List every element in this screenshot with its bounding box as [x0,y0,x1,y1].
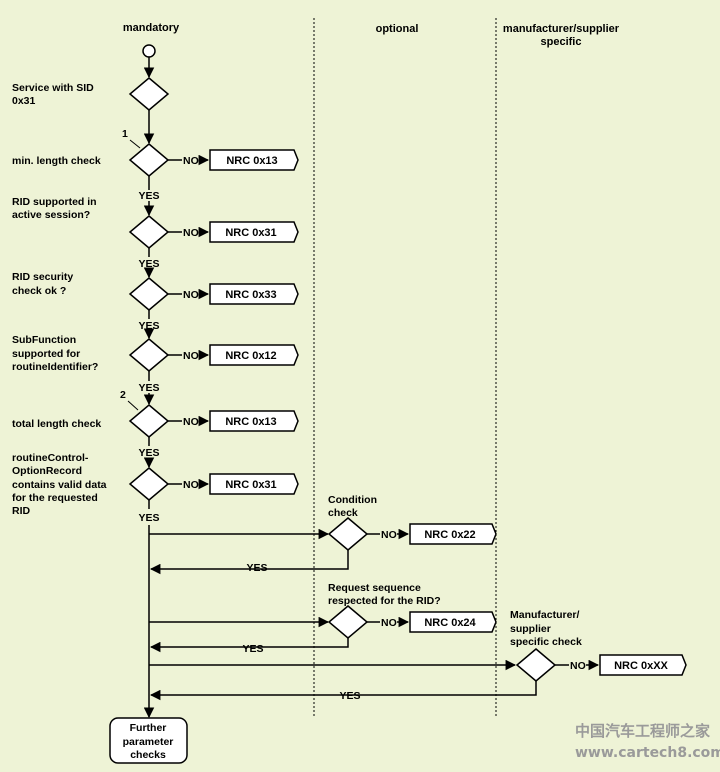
step-marker-2: 2 [120,389,126,401]
decision-diamond-condition [327,517,369,551]
nrc-label-total-length: NRC 0x13 [225,416,276,428]
nrc-box-sequence [409,611,497,633]
nrc-box-rid-supported [209,221,299,243]
nrc-box-min-length [209,149,299,171]
decision-diamond-manufacturer [515,648,557,682]
step-label-service-sid: Service with SID [12,82,94,94]
nrc-label-sequence: NRC 0x24 [424,617,476,629]
manufacturer-label-2: supplier [510,623,551,635]
yes-label: YES [138,320,159,332]
yes-label: YES [242,643,263,655]
nrc-label-rid-supported: NRC 0x31 [225,227,276,239]
nrc-label-manufacturer: NRC 0xXX [614,660,668,672]
decision-diamond-subfunction [128,338,170,372]
no-label: NO [183,155,199,167]
yes-label: YES [138,258,159,270]
watermark-url: www.cartech8.com [575,745,720,761]
optional-label-condition: Condition [328,494,377,506]
decision-diamond-rid-security [128,277,170,311]
yes-return-sequence [149,638,349,653]
no-label: NO [381,529,397,541]
step-label-rid-supported: RID supported in [12,196,97,208]
step-label-total-length: total length check [12,418,101,430]
nrc-box-manufacturer [599,654,687,676]
step-label-subfunction: SubFunction [12,334,76,346]
yes-return-manufacturer [149,681,537,701]
column-header-manufacturer-2: specific [541,36,582,48]
no-label: NO [183,289,199,301]
nrc-box-total-length [209,410,299,432]
nrc-label-condition: NRC 0x22 [424,529,475,541]
start-node [142,44,156,58]
step-marker-1: 1 [122,128,128,140]
step-label-rid-supported-2: active session? [12,209,90,221]
no-label: NO [570,660,586,672]
decision-diamond-min-length [128,143,170,177]
column-header-mandatory: mandatory [123,22,180,34]
optional-label-sequence-2: respected for the RID? [328,595,441,607]
watermark-chinese: 中国汽车工程师之家 [575,722,710,740]
nrc-label-min-length: NRC 0x13 [226,155,277,167]
step-label-option-record: routineControl- [12,452,89,464]
yes-label: YES [138,512,159,524]
decision-diamond-rid-supported [128,215,170,249]
decision-diamond-option-record [128,467,170,501]
further-checks-label: Further [130,722,167,734]
further-checks-label-2: parameter [123,736,174,748]
no-label: NO [183,416,199,428]
step-label-option-record-3: contains valid data [12,479,107,491]
no-label: NO [381,617,397,629]
step-label-rid-security-2: check ok ? [12,285,66,297]
step-label-subfunction-2: supported for [12,348,80,360]
further-checks-box [109,717,188,764]
marker-pointer [127,400,139,411]
marker-pointer [129,139,141,149]
yes-label: YES [138,190,159,202]
nrc-box-condition [409,523,497,545]
yes-label: YES [246,562,267,574]
step-label-min-length: min. length check [12,155,101,167]
no-label: NO [183,350,199,362]
decision-diamond-service-sid [128,77,170,111]
further-checks-label-3: checks [130,749,166,761]
no-label: NO [183,479,199,491]
yes-label: YES [339,690,360,702]
step-label-option-record-5: RID [12,505,31,517]
column-header-manufacturer: manufacturer/supplier [503,23,620,35]
nrc-box-rid-security [209,283,299,305]
step-label-option-record-4: for the requested [12,492,98,504]
yes-return-condition [149,550,349,575]
nrc-label-option-record: NRC 0x31 [225,479,276,491]
decision-diamond-total-length [128,404,170,438]
manufacturer-label-3: specific check [510,636,582,648]
step-label-subfunction-3: routineIdentifier? [12,361,98,373]
no-label: NO [183,227,199,239]
step-label-service-sid-2: 0x31 [12,95,36,107]
yes-label: YES [138,382,159,394]
step-label-rid-security: RID security [12,271,73,283]
optional-label-condition-2: check [328,507,358,519]
decision-diamond-sequence [327,605,369,639]
step-label-option-record-2: OptionRecord [12,465,82,477]
nrc-label-rid-security: NRC 0x33 [225,289,276,301]
nrc-box-option-record [209,473,299,495]
nrc-label-subfunction: NRC 0x12 [225,350,276,362]
column-header-optional: optional [376,23,419,35]
optional-label-sequence: Request sequence [328,582,421,594]
nrc-box-subfunction [209,344,299,366]
manufacturer-label: Manufacturer/ [510,609,580,621]
yes-label: YES [138,447,159,459]
